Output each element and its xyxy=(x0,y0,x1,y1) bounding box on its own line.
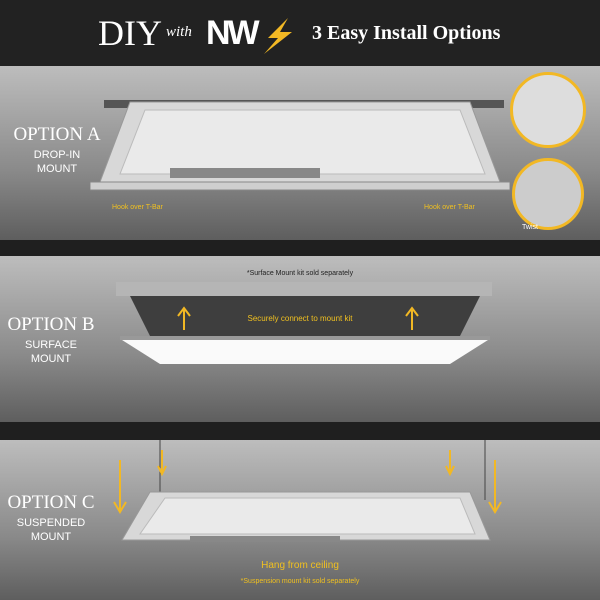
header-banner: DIY with NW 3 Easy Install Options xyxy=(0,0,600,66)
drop-in-panel-illustration xyxy=(90,100,510,191)
divider xyxy=(0,240,600,256)
option-b-subtitle-1: SURFACE xyxy=(25,339,77,351)
option-a-subtitle-1: DROP-IN xyxy=(33,149,81,161)
diy-text: DIY xyxy=(98,13,162,53)
surface-mount-illustration xyxy=(116,282,492,364)
option-b-section: *Surface Mount kit sold separately OPTIO… xyxy=(0,256,600,422)
with-text: with xyxy=(166,24,192,40)
hang-caption: Hang from ceiling xyxy=(261,560,339,571)
option-c-subtitle-2: MOUNT xyxy=(30,531,72,543)
option-a-title: OPTION A xyxy=(13,124,101,145)
option-b-subtitle-2: MOUNT xyxy=(30,353,72,365)
suspended-panel-illustration xyxy=(113,440,502,542)
divider xyxy=(0,422,600,440)
option-a-subtitle-2: MOUNT xyxy=(36,163,78,175)
hook-label-left: Hook over T-Bar xyxy=(112,204,163,211)
option-a-section: OPTION A DROP-IN MOUNT Hook over T-Bar H… xyxy=(0,66,600,240)
connect-caption: Securely connect to mount kit xyxy=(247,314,353,323)
detail-circle-2 xyxy=(512,158,584,230)
surface-kit-note: *Surface Mount kit sold separately xyxy=(246,270,354,277)
hook-label-right: Hook over T-Bar xyxy=(424,204,475,211)
option-b-title: OPTION B xyxy=(7,314,95,335)
option-c-title: OPTION C xyxy=(7,492,95,513)
detail-circle-1 xyxy=(510,72,586,148)
option-c-section: OPTION C SUSPENDED MOUNT Hang from ceili… xyxy=(0,440,600,600)
suspension-kit-note: *Suspension mount kit sold separately xyxy=(240,578,360,585)
option-c-subtitle-1: SUSPENDED xyxy=(16,517,86,529)
tagline: 3 Easy Install Options xyxy=(312,22,501,44)
lightning-icon xyxy=(264,18,292,54)
twist-label: Twist xyxy=(522,224,538,231)
brand-logo: NW xyxy=(206,14,260,52)
